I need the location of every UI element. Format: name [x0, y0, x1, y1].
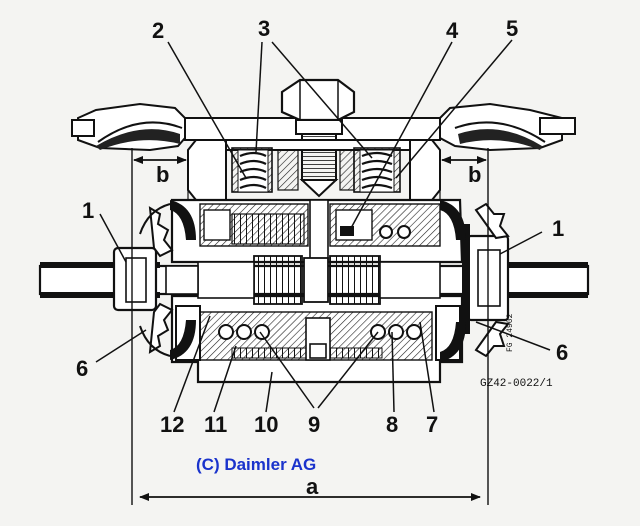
label-2: 2 — [152, 18, 164, 43]
label-12: 12 — [160, 412, 184, 437]
label-7: 7 — [426, 412, 438, 437]
part-number-labels: 2 3 4 5 1 1 6 6 12 11 10 9 8 7 b b a — [76, 16, 568, 499]
label-a: a — [306, 474, 319, 499]
label-9: 9 — [308, 412, 320, 437]
label-3: 3 — [258, 16, 270, 41]
label-b-left: b — [156, 162, 169, 187]
label-8: 8 — [386, 412, 398, 437]
label-6-left: 6 — [76, 356, 88, 381]
label-4: 4 — [446, 18, 459, 43]
label-5: 5 — [506, 16, 518, 41]
upper-housing — [187, 139, 441, 201]
label-10: 10 — [254, 412, 278, 437]
copyright-notice: (C) Daimler AG — [196, 455, 316, 474]
main-housing — [170, 198, 464, 384]
side-code: FG 24902 — [506, 313, 515, 352]
leader-lines — [95, 39, 551, 413]
label-1-left: 1 — [82, 198, 94, 223]
drawing-code: GZ42-0022/1 — [480, 378, 553, 390]
label-b-right: b — [468, 162, 481, 187]
label-11: 11 — [204, 412, 227, 437]
label-6-right: 6 — [556, 340, 568, 365]
left-hub — [112, 200, 196, 360]
label-1-right: 1 — [552, 216, 564, 241]
